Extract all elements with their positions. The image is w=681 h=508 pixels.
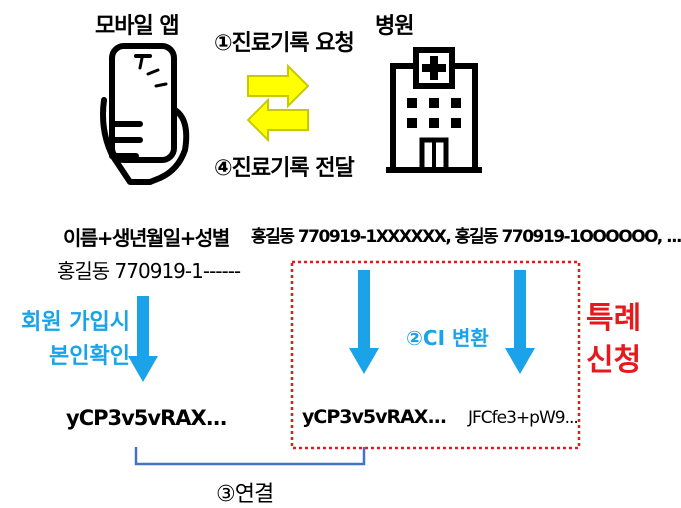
ci-down-arrow-left <box>349 270 379 374</box>
app-label: 모바일 앱 <box>95 14 180 39</box>
hospital-records-text: 홍길동 770919-1XXXXXX, 홍길동 770919-1OOOOOO, … <box>251 227 681 247</box>
special-line2: 신청 <box>586 343 642 378</box>
ci-down-arrow-right <box>505 270 535 374</box>
connect-bracket <box>134 447 366 466</box>
deliver-arrow <box>246 97 309 143</box>
diagram-canvas: 모바일 앱 병원 ①진료기록 요청 ④진료기록 전달 이름+생년월일+성별 홍길… <box>17 14 681 507</box>
connect-label: ③연결 <box>216 482 274 507</box>
hospital-icon <box>386 47 482 173</box>
special-application-label: 특례 신청 <box>586 298 641 382</box>
app-example-text: 홍길동 770919-1------ <box>57 259 241 283</box>
ci-label: ②CI 변환 <box>406 326 489 350</box>
phone-hand-icon <box>100 43 190 185</box>
app-fields-text: 이름+생년월일+성별 <box>63 226 230 250</box>
hospital-label: 병원 <box>375 14 414 39</box>
signup-label-line1: 회원 가입시 <box>21 310 130 335</box>
deliver-label: ④진료기록 전달 <box>214 156 355 181</box>
hospital-ci-token-1: yCP3v5vRAX... <box>302 406 447 428</box>
request-label: ①진료기록 요청 <box>214 31 355 56</box>
signup-label: 회원 가입시 본인확인 <box>17 306 130 374</box>
signup-label-line2: 본인확인 <box>49 344 130 369</box>
request-arrow <box>247 63 310 109</box>
hospital-ci-token-2: JFCfe3+pW9... <box>468 408 579 428</box>
diagram-graphics <box>100 43 581 466</box>
app-ci-token: yCP3v5vRAX... <box>66 406 228 430</box>
ci-conversion-box <box>290 260 581 450</box>
special-line1: 특례 <box>586 301 642 336</box>
signup-down-arrow <box>128 296 158 382</box>
